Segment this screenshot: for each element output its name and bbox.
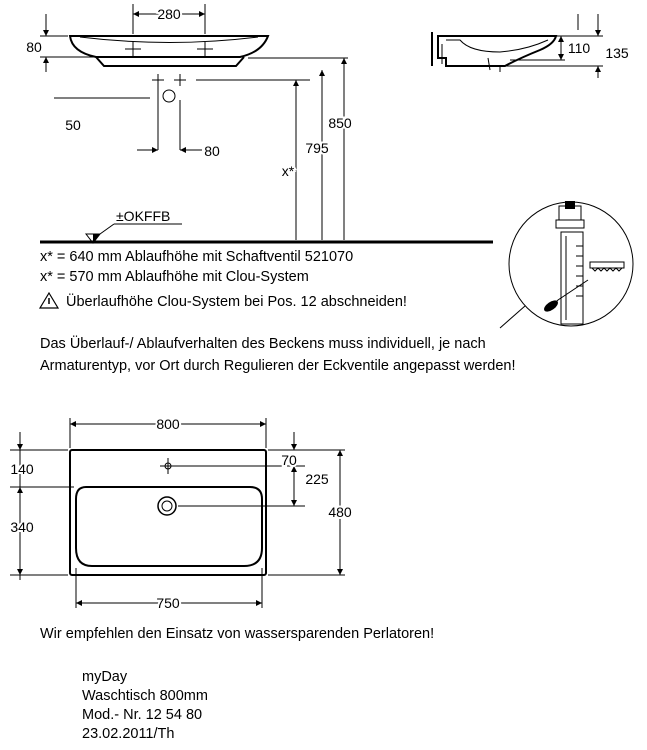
tap-hole-left — [125, 42, 141, 56]
product-model: Mod.- Nr. 12 54 80 — [82, 707, 202, 723]
dim-140: 140 — [10, 461, 34, 477]
overflow-note-line-1: Das Überlauf-/ Ablaufverhalten des Becke… — [40, 334, 486, 352]
drain-fittings — [152, 74, 186, 103]
front-elevation-view: 280 80 50 80 850 795 x* — [26, 4, 493, 244]
dim-70: 70 — [281, 452, 297, 468]
tap-hole-right — [197, 42, 213, 56]
product-series: myDay — [82, 669, 128, 685]
recommendation-text: Wir empfehlen den Einsatz von wasserspar… — [40, 626, 434, 642]
installation-notes: x* = 640 mm Ablaufhöhe mit Schaftventil … — [38, 249, 516, 374]
note-line-2: x* = 570 mm Ablaufhöhe mit Clou-System — [40, 269, 309, 285]
dim-80-drain: 80 — [204, 143, 220, 159]
plan-tap-hole — [160, 458, 176, 474]
basin-plan-outline — [69, 449, 267, 576]
dim-340: 340 — [10, 519, 34, 535]
product-date: 23.02.2011/Th — [82, 726, 174, 742]
product-info: myDay Waschtisch 800mm Mod.- Nr. 12 54 8… — [82, 669, 208, 742]
note-line-1: x* = 640 mm Ablaufhöhe mit Schaftventil … — [40, 249, 353, 265]
dim-225: 225 — [305, 471, 329, 487]
side-view: 110 135 — [431, 14, 629, 78]
basin-plan-bowl — [75, 486, 263, 567]
dim-80-rim: 80 — [26, 39, 42, 55]
dim-800: 800 — [156, 416, 180, 432]
dim-850: 850 — [328, 115, 352, 131]
plan-view: 800 750 140 340 70 225 480 — [8, 414, 354, 613]
basin-front-base — [95, 56, 245, 67]
warning-triangle-icon — [38, 291, 60, 309]
dim-x-star: x* — [282, 163, 295, 179]
plan-drain — [157, 496, 177, 516]
basin-front-outline — [68, 35, 270, 58]
dim-110: 110 — [568, 40, 591, 56]
okffb-label: ±OKFFB — [116, 208, 170, 224]
dim-135: 135 — [605, 45, 629, 61]
dim-280: 280 — [157, 6, 181, 22]
warning-text: Überlaufhöhe Clou-System bei Pos. 12 abs… — [66, 292, 407, 310]
overflow-note-line-2: Armaturentyp, vor Ort durch Regulieren d… — [40, 358, 516, 374]
dim-750: 750 — [156, 595, 180, 611]
dim-795: 795 — [305, 140, 329, 156]
dim-480: 480 — [328, 504, 352, 520]
floor-level-marker-icon — [84, 223, 182, 244]
basin-front-bowl — [79, 36, 259, 43]
dim-50-drain: 50 — [65, 117, 81, 133]
product-name: Waschtisch 800mm — [82, 688, 208, 704]
overflow-cutting-detail-icon — [499, 201, 634, 329]
